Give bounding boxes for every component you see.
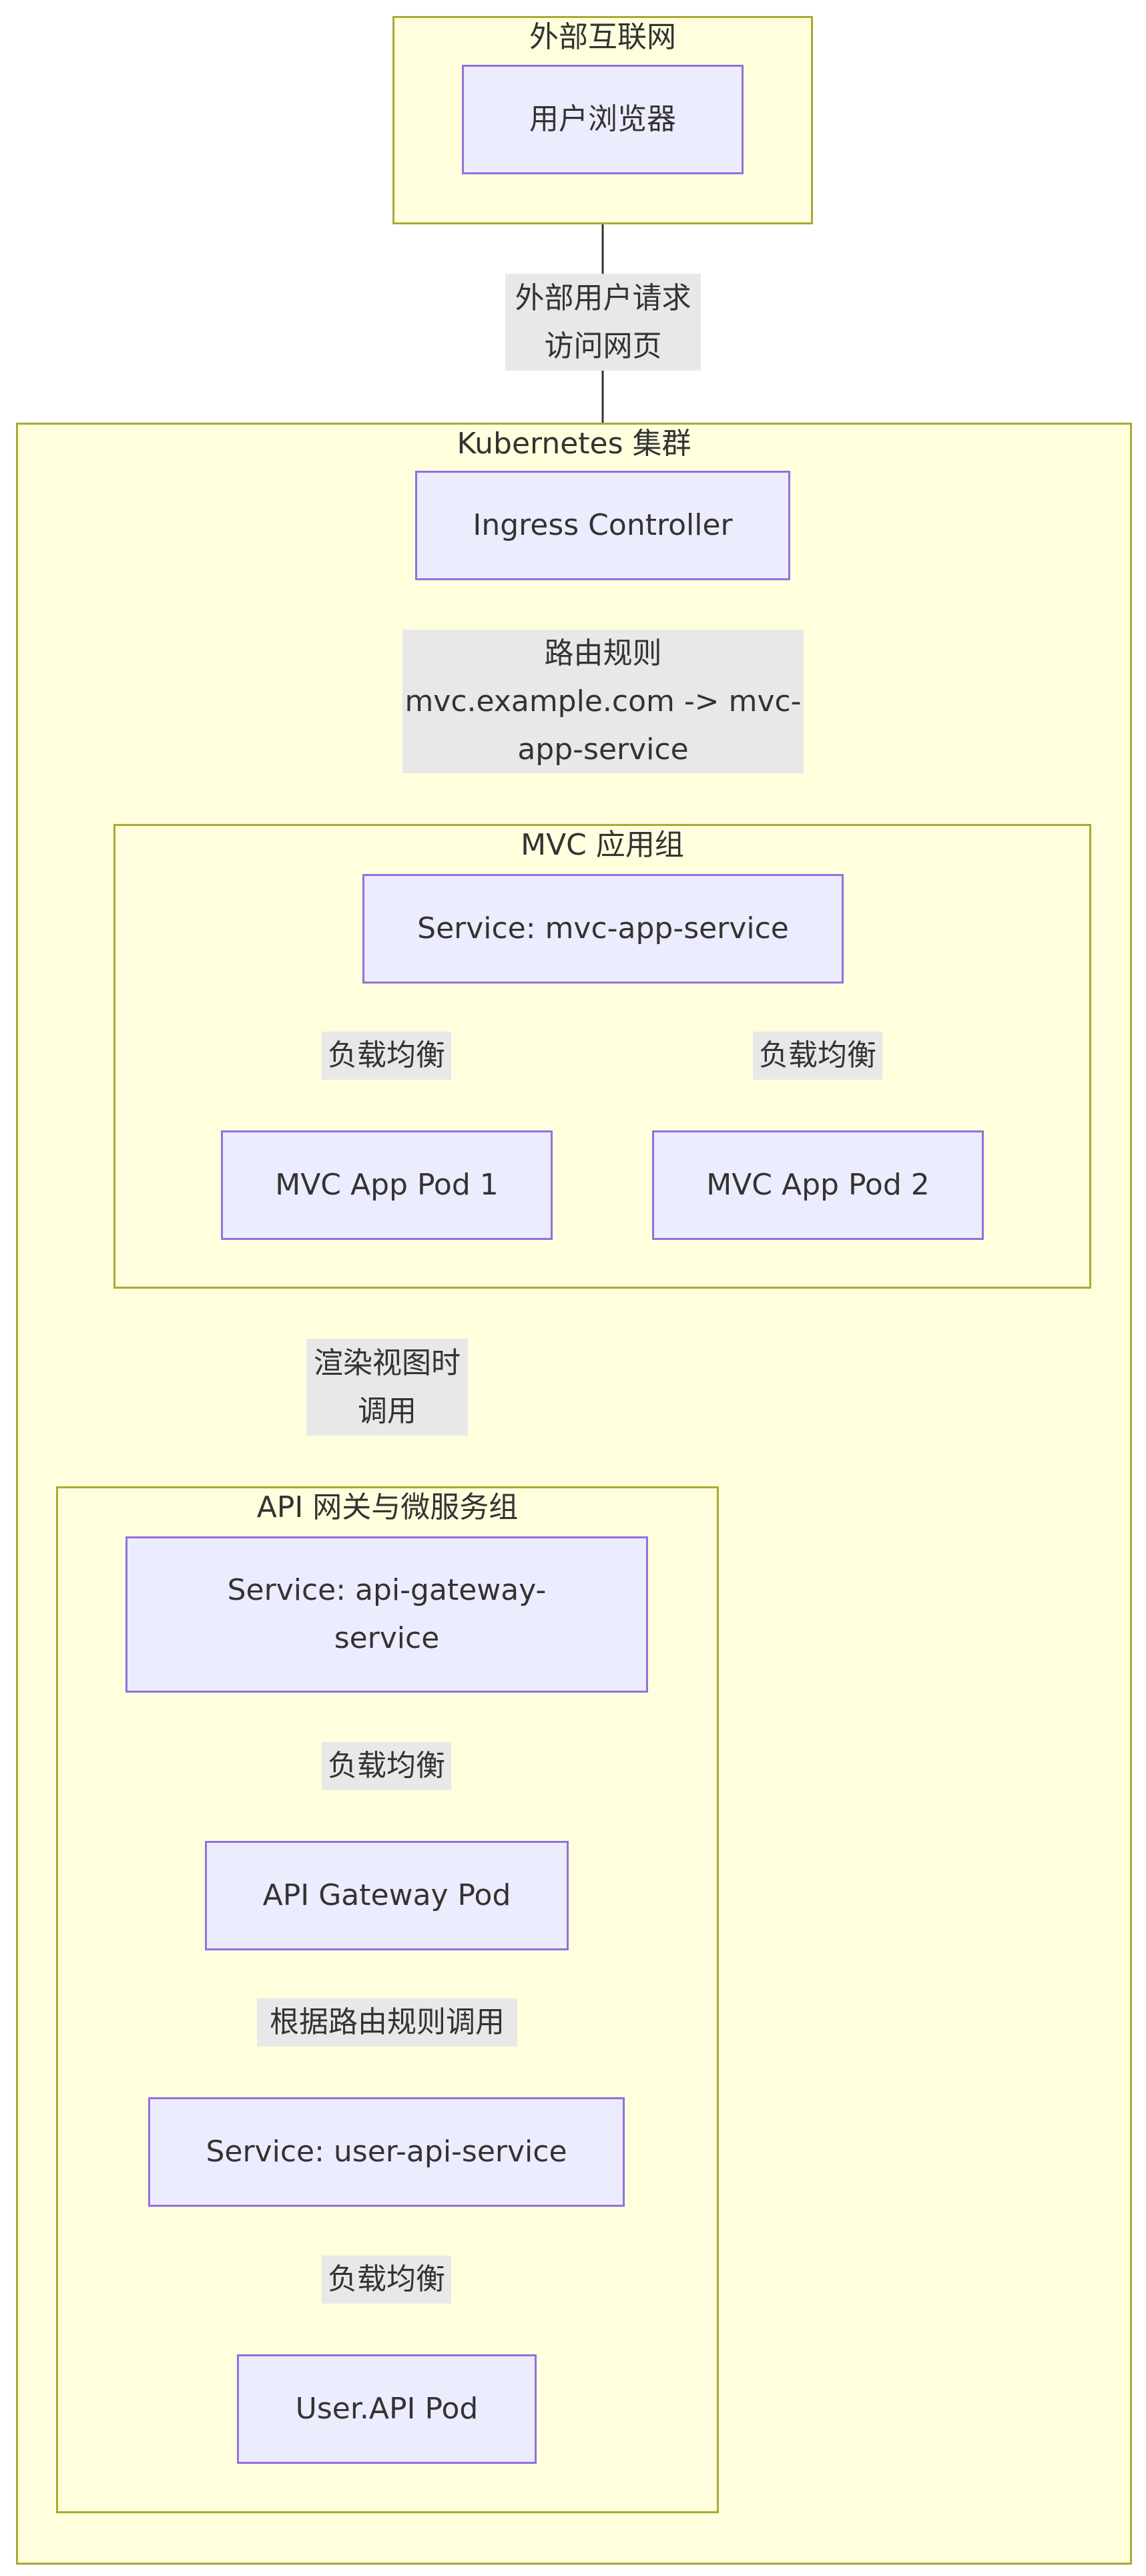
node-user-api-pod[interactable]: User.API Pod	[237, 2354, 537, 2464]
node-mvc-app-service-label: Service: mvc-app-service	[417, 911, 789, 945]
edge-label-routing-rule-line3: app-service	[517, 732, 689, 767]
cluster-title-internet: 外部互联网	[529, 20, 676, 54]
edge-label-external-request: 外部用户请求 访问网页	[505, 274, 701, 371]
edge-label-routing-rule-line2: mvc.example.com -> mvc-	[404, 684, 802, 718]
node-user-api-service[interactable]: Service: user-api-service	[148, 2097, 625, 2207]
node-api-gateway-service-label-line2: service	[334, 1621, 440, 1655]
node-user-browser[interactable]: 用户浏览器	[462, 65, 744, 174]
node-api-gateway-pod-label: API Gateway Pod	[262, 1878, 511, 1912]
node-ingress-controller-label: Ingress Controller	[473, 508, 733, 542]
cluster-title-api: API 网关与微服务组	[256, 1490, 519, 1524]
node-mvc-app-pod-2-label: MVC App Pod 2	[706, 1168, 930, 1202]
node-mvc-app-pod-2[interactable]: MVC App Pod 2	[652, 1130, 984, 1240]
node-api-gateway-service[interactable]: Service: api-gateway- service	[125, 1536, 648, 1693]
node-api-gateway-service-label-line1: Service: api-gateway-	[227, 1573, 547, 1607]
node-user-api-service-label: Service: user-api-service	[206, 2135, 567, 2169]
edge-label-render-view-call-line1: 渲染视图时	[314, 1345, 461, 1380]
node-api-gateway-pod[interactable]: API Gateway Pod	[205, 1841, 569, 1950]
edge-label-load-balance-user-text: 负载均衡	[328, 2262, 445, 2296]
edge-label-route-call: 根据路由规则调用	[257, 1998, 517, 2047]
cluster-title-kubernetes: Kubernetes 集群	[457, 427, 691, 461]
edge-label-load-balance-pod1: 负载均衡	[322, 1032, 451, 1080]
edge-label-render-view-call: 渲染视图时 调用	[306, 1339, 468, 1436]
edge-label-routing-rule-line1: 路由规则	[544, 636, 662, 670]
edge-label-load-balance-gateway-text: 负载均衡	[328, 1749, 445, 1783]
edge-label-load-balance-pod2-text: 负载均衡	[759, 1038, 876, 1072]
edge-label-route-call-text: 根据路由规则调用	[270, 2005, 505, 2039]
edge-label-external-request-line2: 访问网页	[544, 329, 662, 363]
node-ingress-controller[interactable]: Ingress Controller	[415, 471, 790, 580]
edge-label-load-balance-pod1-text: 负载均衡	[328, 1038, 445, 1072]
edge-label-routing-rule: 路由规则 mvc.example.com -> mvc- app-service	[402, 630, 804, 773]
edge-label-external-request-line1: 外部用户请求	[515, 280, 691, 315]
cluster-title-mvc: MVC 应用组	[521, 828, 684, 862]
edge-label-load-balance-gateway: 负载均衡	[322, 1742, 451, 1790]
edge-label-load-balance-user: 负载均衡	[322, 2256, 451, 2304]
edge-label-load-balance-pod2: 负载均衡	[753, 1032, 882, 1080]
node-mvc-app-service[interactable]: Service: mvc-app-service	[362, 874, 844, 984]
edge-label-render-view-call-line2: 调用	[358, 1393, 416, 1428]
node-user-api-pod-label: User.API Pod	[295, 2392, 479, 2426]
node-user-browser-label: 用户浏览器	[529, 102, 676, 136]
node-mvc-app-pod-1-label: MVC App Pod 1	[275, 1168, 499, 1202]
node-mvc-app-pod-1[interactable]: MVC App Pod 1	[221, 1130, 553, 1240]
